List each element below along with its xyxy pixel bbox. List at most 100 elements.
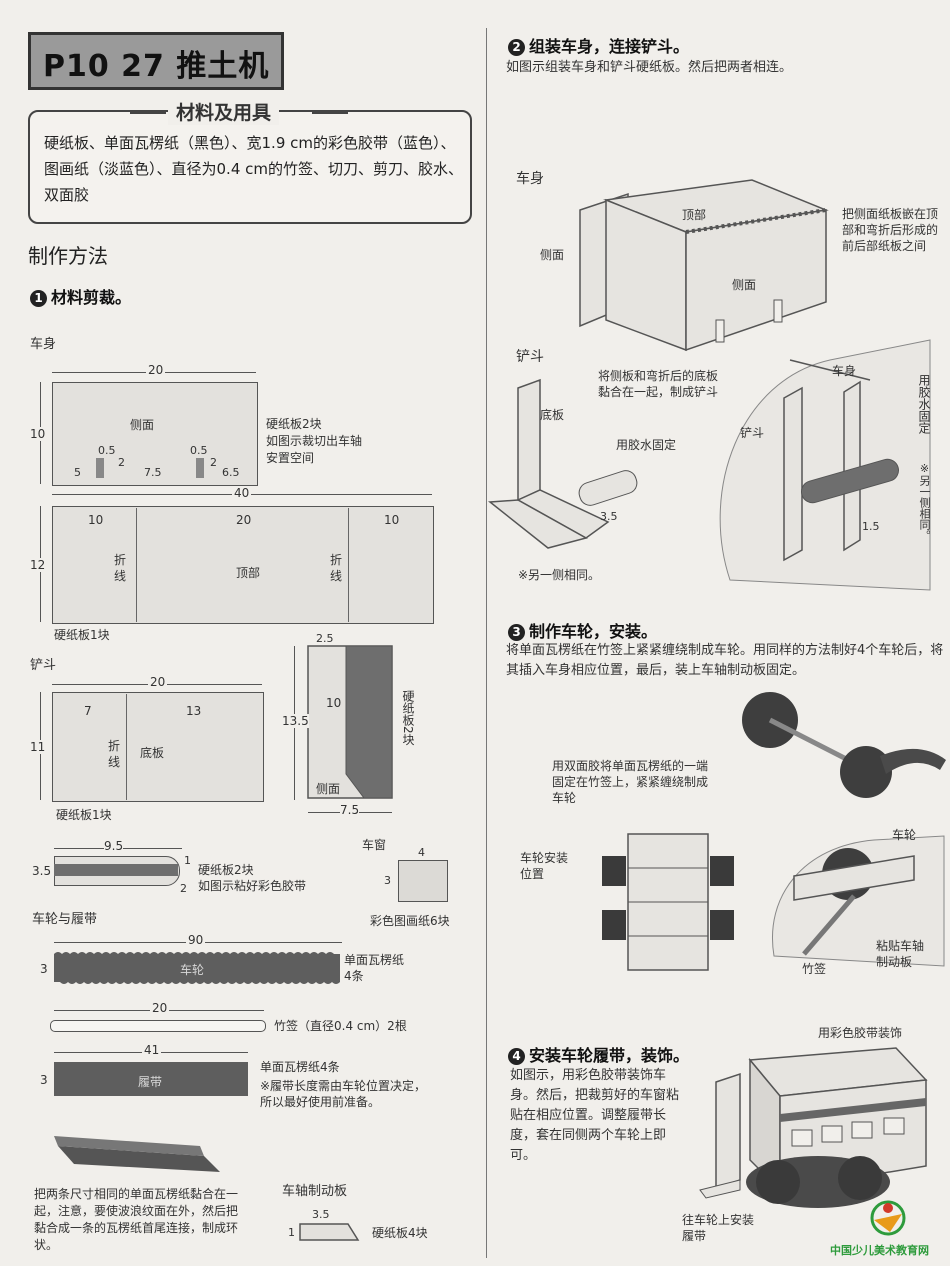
window-shape xyxy=(398,860,448,902)
fold-line xyxy=(348,508,349,622)
dim-label: 7.5 xyxy=(144,466,162,479)
axle-board-note: 硬纸板2块 如图示粘好彩色胶带 xyxy=(198,863,307,893)
dim-label: 3.5 xyxy=(32,864,52,878)
position-note: 车轮安装 位置 xyxy=(520,851,569,881)
bucket-label: 铲斗 xyxy=(516,349,544,365)
axle-notch xyxy=(196,458,204,478)
box-label: 车身 xyxy=(832,364,857,378)
step-title-text: 制作车轮，安装。 xyxy=(529,622,658,641)
axle-notch xyxy=(96,458,104,478)
body-box-drawing xyxy=(579,179,829,352)
track-strip xyxy=(54,1062,248,1096)
dim-label: 7 xyxy=(84,704,92,718)
step-number: 2 xyxy=(508,39,525,56)
site-logo-icon xyxy=(870,1200,906,1236)
dim-label: 40 xyxy=(232,486,252,500)
step-title-text: 材料剪裁。 xyxy=(51,288,132,307)
divider xyxy=(130,112,166,114)
strip-label: 车轮 xyxy=(180,963,205,977)
box-label: 顶部 xyxy=(682,208,707,222)
wrap-note: 用双面胶将单面瓦楞纸的一端固定在竹签上，紧紧缠绕制成车轮 xyxy=(552,759,709,805)
page-title: P10 27 推土机 xyxy=(43,49,270,84)
step-title-text: 安装车轮履带，装饰。 xyxy=(529,1046,690,1065)
dim-label: 7.5 xyxy=(340,803,360,817)
fold-label: 折 线 xyxy=(108,739,121,769)
wheels-label: 车轮与履带 xyxy=(32,912,98,927)
tape-note: 用彩色胶带装饰 xyxy=(818,1026,903,1040)
dim-label: 3 xyxy=(40,1073,48,1087)
track-loop-drawing xyxy=(54,1136,220,1172)
dim-label: 41 xyxy=(142,1043,162,1057)
body-label: 车身 xyxy=(30,337,57,352)
side-note: 硬纸板2块 xyxy=(401,690,415,746)
column-divider xyxy=(486,28,487,1258)
step-title-text: 组装车身，连接铲斗。 xyxy=(529,37,690,56)
dim-label: 3 xyxy=(40,962,48,976)
panel-label: 底板 xyxy=(140,746,165,760)
stopper-label: 车轴制动板 xyxy=(282,1184,348,1199)
track-note: 单面瓦楞纸4条 xyxy=(260,1060,340,1074)
other-side-note: ※另一侧相同。 xyxy=(518,568,601,582)
step-number: 4 xyxy=(508,1048,525,1065)
dim-label: 2 xyxy=(180,882,187,895)
step-number: 3 xyxy=(508,624,525,641)
side-note: 硬纸板2块 如图示裁切出车轴 安置空间 xyxy=(266,417,363,465)
dim-label: 0.5 xyxy=(190,444,208,457)
body-note: 把侧面纸板嵌在顶部和弯折后形成的前后部纸板之间 xyxy=(842,207,939,253)
dim-label: 11 xyxy=(30,740,46,754)
top-note: 硬纸板1块 xyxy=(54,628,110,642)
panel-label: 侧面 xyxy=(316,782,341,796)
dim-label: 10 xyxy=(88,513,104,527)
materials-text: 硬纸板、单面瓦楞纸（黑色）、宽1.9 cm的彩色胶带（蓝色）、图画纸（淡蓝色）、… xyxy=(44,134,463,204)
box-label: 铲斗 xyxy=(740,426,765,440)
fold-label: 折 线 xyxy=(114,553,127,583)
stopper-note: 硬纸板4块 xyxy=(372,1226,428,1240)
wheel-note: 单面瓦楞纸 4条 xyxy=(344,953,405,983)
box-label: 底板 xyxy=(540,408,565,422)
dim-label: 3.5 xyxy=(600,510,618,523)
dim-label: 90 xyxy=(186,933,206,947)
connect-drawing xyxy=(719,339,931,591)
stopper-shape xyxy=(299,1223,360,1241)
top-panel xyxy=(52,506,434,624)
window-label: 车窗 xyxy=(362,838,387,852)
dim-label: 3 xyxy=(384,874,391,887)
dim-label: 1 xyxy=(184,854,191,867)
dim-label: 2.5 xyxy=(316,632,334,645)
strip-label: 履带 xyxy=(138,1075,163,1089)
fold-line xyxy=(126,694,127,800)
bucket-side-shape xyxy=(307,645,393,799)
dim-label: 1 xyxy=(288,1226,295,1239)
glue-note: 用胶水固定 xyxy=(917,374,931,434)
dim-label: 5 xyxy=(74,466,81,479)
site-name: 中国少儿美术教育网 xyxy=(830,1244,929,1257)
track-note2: ※履带长度需由车轮位置决定， 所以最好使用前准备。 xyxy=(260,1079,427,1109)
title-box: P10 27 推土机 xyxy=(28,32,284,90)
body-label: 车身 xyxy=(516,171,544,187)
fold-label: 折 线 xyxy=(330,553,343,583)
wheel-strip xyxy=(54,952,340,984)
finished-bulldozer-drawing xyxy=(699,1047,928,1208)
dim-label: 2 xyxy=(210,456,217,469)
tape-strip xyxy=(54,864,178,876)
wheel-position-drawing xyxy=(602,833,734,971)
window-note: 彩色图画纸6块 xyxy=(370,914,450,928)
dim-label: 20 xyxy=(146,363,166,377)
step4-desc: 如图示，用彩色胶带装饰车身。然后，把裁剪好的车窗粘贴在相应位置。调整履带长度，套… xyxy=(510,1068,680,1163)
dim-label: 13 xyxy=(186,704,202,718)
dim-label: 3.5 xyxy=(312,1208,330,1221)
glue-note: 用胶水固定 xyxy=(616,438,677,452)
bucket-label: 铲斗 xyxy=(30,658,57,673)
stopper-note: 粘贴车轴 制动板 xyxy=(876,939,925,969)
dim-label: 12 xyxy=(30,558,46,572)
step3-desc: 将单面瓦楞纸在竹签上紧紧缠绕制成车轮。用同样的方法制好4个车轮后，将其插入车身相… xyxy=(506,643,944,678)
track-note: 往车轮上安装 履带 xyxy=(682,1213,755,1243)
dim-label: 20 xyxy=(150,1001,170,1015)
step2-desc: 如图示组装车身和铲斗硬纸板。然后把两者相连。 xyxy=(506,60,793,75)
stick-shape xyxy=(50,1020,266,1032)
stick-label: 竹签 xyxy=(802,962,827,976)
dim-label: 4 xyxy=(418,846,425,859)
